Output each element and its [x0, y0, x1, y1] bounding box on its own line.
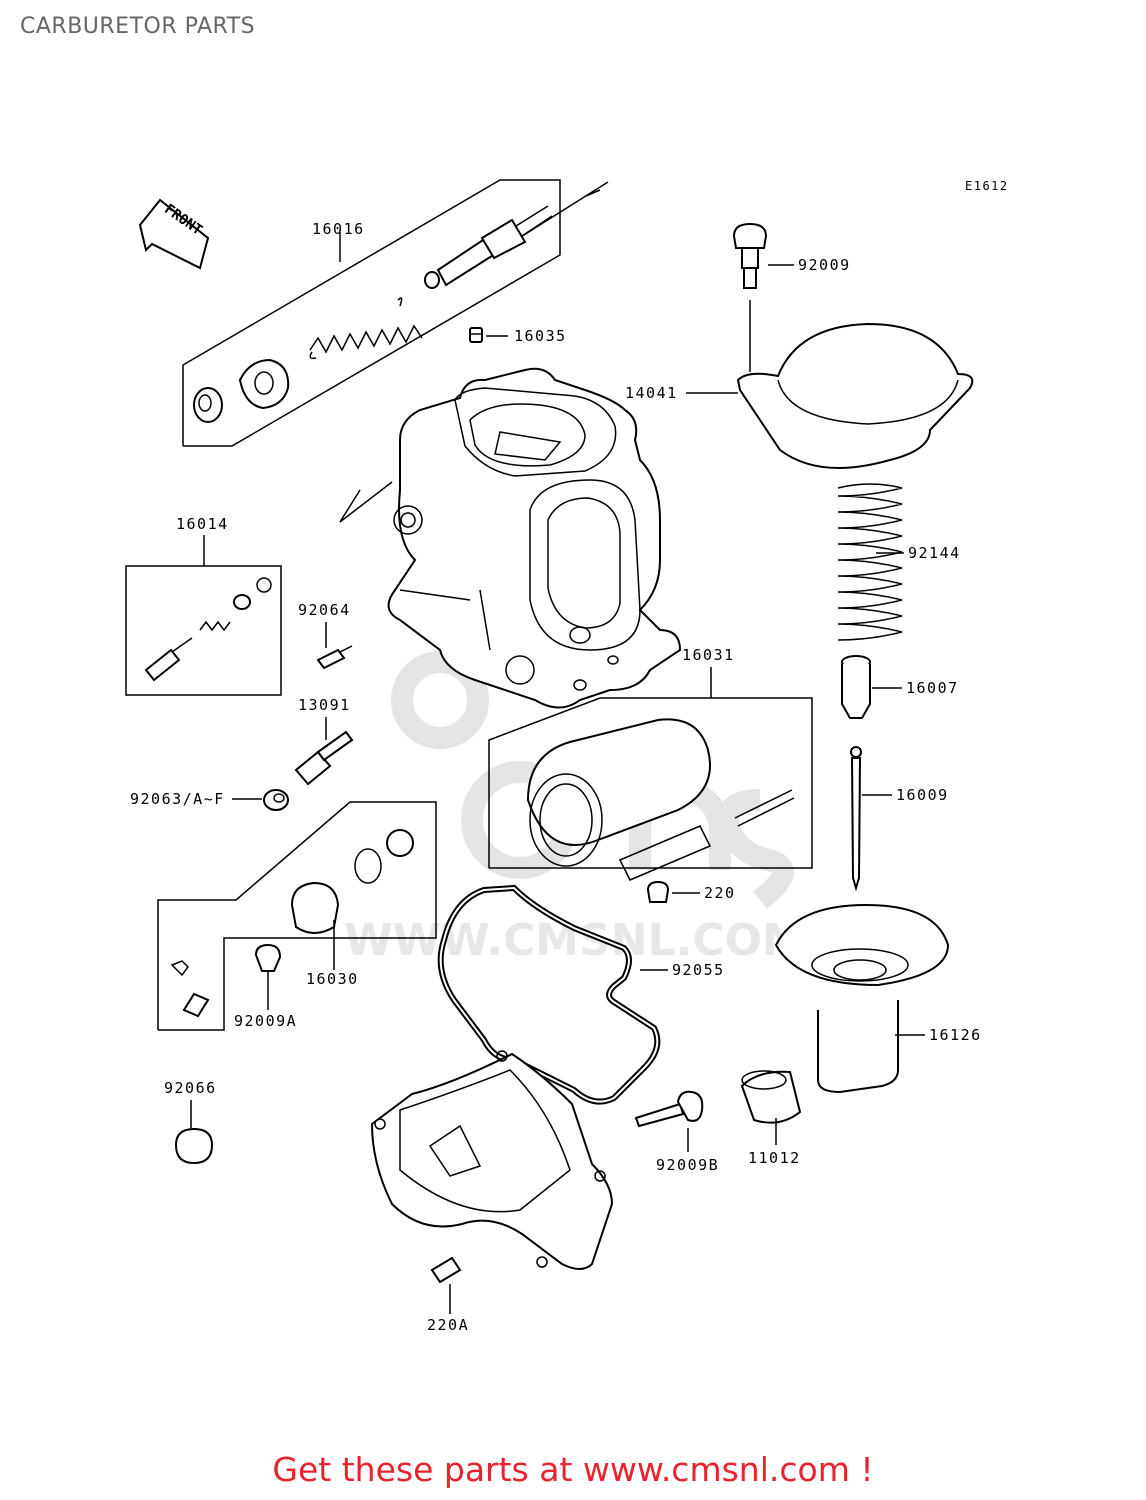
- part-16009: 16009: [850, 746, 949, 892]
- label-92009b: 92009B: [656, 1156, 719, 1174]
- label-92064: 92064: [298, 601, 351, 619]
- label-16007: 16007: [906, 679, 959, 697]
- label-16014: 16014: [176, 515, 229, 533]
- part-92009b: 92009B: [634, 1090, 719, 1174]
- part-92066: 92066: [164, 1079, 217, 1165]
- page-title: CARBURETOR PARTS: [20, 14, 256, 39]
- part-16030-group: 16030 92009A: [157, 801, 437, 1031]
- label-16035: 16035: [514, 327, 567, 345]
- part-16035: 16035: [469, 327, 567, 345]
- label-16126: 16126: [929, 1026, 982, 1044]
- watermark-text: WWW.CMSNL.COM: [344, 915, 806, 966]
- part-220: 220: [646, 880, 736, 903]
- part-92064: 92064: [298, 601, 353, 670]
- label-13091: 13091: [298, 696, 351, 714]
- part-16007: 16007: [841, 655, 959, 719]
- label-16030: 16030: [306, 970, 359, 988]
- label-92055: 92055: [672, 961, 725, 979]
- part-220a: 220A: [427, 1256, 469, 1334]
- label-16016: 16016: [312, 220, 365, 238]
- label-16009: 16009: [896, 786, 949, 804]
- float-bowl: [370, 1050, 614, 1270]
- front-arrow-icon: FRONT: [138, 198, 210, 270]
- label-16031: 16031: [682, 646, 735, 664]
- part-16031-group: 16031: [488, 646, 813, 881]
- part-16014-group: 16014: [125, 515, 282, 696]
- part-16016-group: 16016: [182, 179, 609, 447]
- label-92009a: 92009A: [234, 1012, 297, 1030]
- label-92144: 92144: [908, 544, 961, 562]
- label-92063: 92063/A~F: [130, 790, 225, 808]
- part-92063: 92063/A~F: [130, 789, 289, 811]
- label-92066: 92066: [164, 1079, 217, 1097]
- label-220: 220: [704, 884, 736, 902]
- label-92009: 92009: [798, 256, 851, 274]
- part-92055: 92055: [437, 884, 725, 1105]
- part-11012: 11012: [740, 1070, 802, 1167]
- carburetor-body: [339, 367, 682, 709]
- label-14041: 14041: [625, 384, 678, 402]
- carburetor-exploded-diagram: WWW.CMSNL.COM E1612 FRONT 16016 16035: [125, 179, 1009, 1334]
- diagram-code: E1612: [965, 179, 1009, 193]
- label-11012: 11012: [748, 1149, 801, 1167]
- label-220a: 220A: [427, 1316, 469, 1334]
- part-14041: 14041: [625, 322, 974, 469]
- part-92144: 92144: [837, 483, 961, 641]
- footer-promo-link[interactable]: Get these parts at www.cmsnl.com !: [272, 1450, 874, 1489]
- part-13091: 13091: [294, 696, 354, 786]
- part-16126: 16126: [774, 903, 982, 1094]
- part-92009: 92009: [732, 222, 851, 372]
